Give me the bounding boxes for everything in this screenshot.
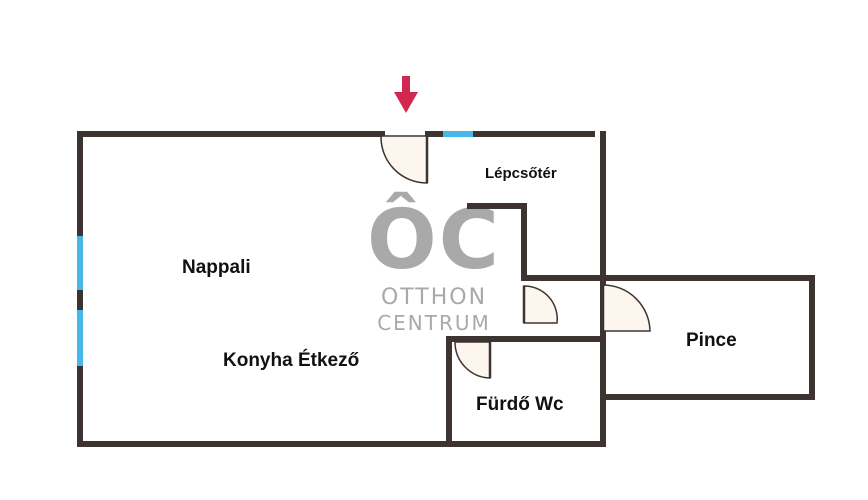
wall-stair-partition: [467, 203, 527, 281]
door-corridor: [522, 285, 558, 324]
door-swing-icon: [602, 284, 651, 332]
room-label-furdo: Fürdő Wc: [476, 394, 564, 415]
entrance-arrow-icon: [394, 76, 418, 113]
watermark: ÔC OTTHON CENTRUM: [367, 191, 499, 335]
room-label-pince: Pince: [686, 330, 737, 351]
room-label-konyha: Konyha Étkező: [223, 349, 359, 371]
door-swing-icon: [523, 285, 558, 324]
door-pince: [601, 284, 651, 332]
door-swing-icon: [380, 135, 428, 184]
room-labels: Nappali Konyha Étkező Lépcsőtér Pince Fü…: [182, 165, 737, 415]
door-bathroom: [454, 341, 492, 379]
windows: [77, 131, 473, 366]
doors: [380, 135, 651, 379]
room-label-lepcsoter: Lépcsőtér: [485, 165, 557, 182]
room-label-nappali: Nappali: [182, 257, 251, 278]
watermark-line2: CENTRUM: [377, 311, 491, 335]
door-swing-icon: [454, 341, 491, 379]
watermark-line1: OTTHON: [381, 285, 487, 310]
door-entrance: [380, 135, 429, 184]
